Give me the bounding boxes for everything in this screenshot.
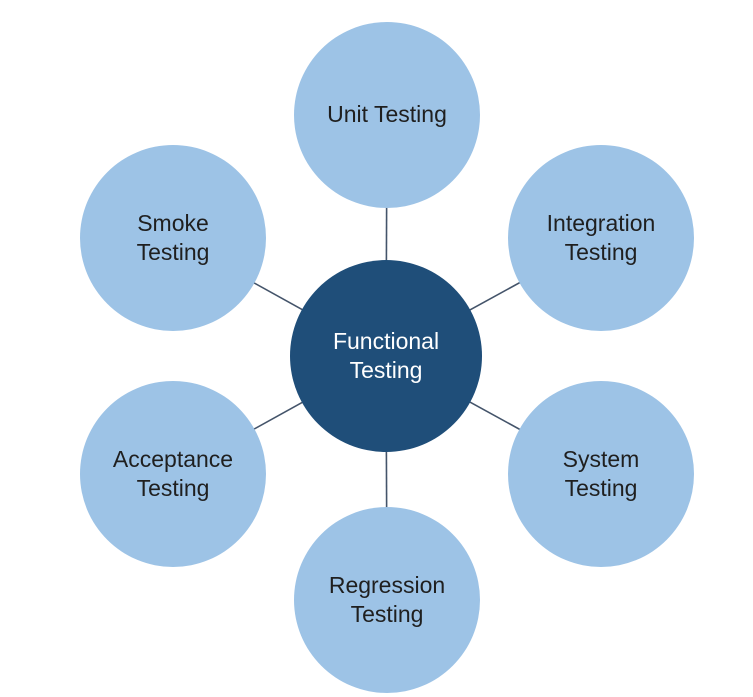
node-integration-testing: Integration Testing (508, 145, 694, 331)
node-label-line: Functional (332, 327, 440, 354)
node-label-line: Smoke (137, 209, 209, 236)
node-label-line: System (562, 445, 640, 472)
node-functional-testing-hub: Functional Testing (290, 260, 482, 452)
node-label-line: Testing (350, 601, 424, 627)
node-label-line: Testing (564, 475, 638, 501)
node-acceptance-testing: Acceptance Testing (80, 381, 266, 567)
node-label-line: Regression (328, 571, 446, 598)
node-smoke-testing: Smoke Testing (80, 145, 266, 331)
node-system-testing: System Testing (508, 381, 694, 567)
node-label-line: Testing (136, 475, 210, 501)
node-label-line: Integration (546, 209, 656, 236)
node-label-line: Testing (349, 357, 423, 383)
node-label-line: Testing (564, 239, 638, 265)
node-label-line: Testing (136, 239, 210, 265)
node-label-line: Unit Testing (327, 101, 447, 128)
node-label-line: Acceptance (112, 445, 234, 472)
node-regression-testing: Regression Testing (294, 507, 480, 693)
node-unit-testing: Unit Testing (294, 22, 480, 208)
